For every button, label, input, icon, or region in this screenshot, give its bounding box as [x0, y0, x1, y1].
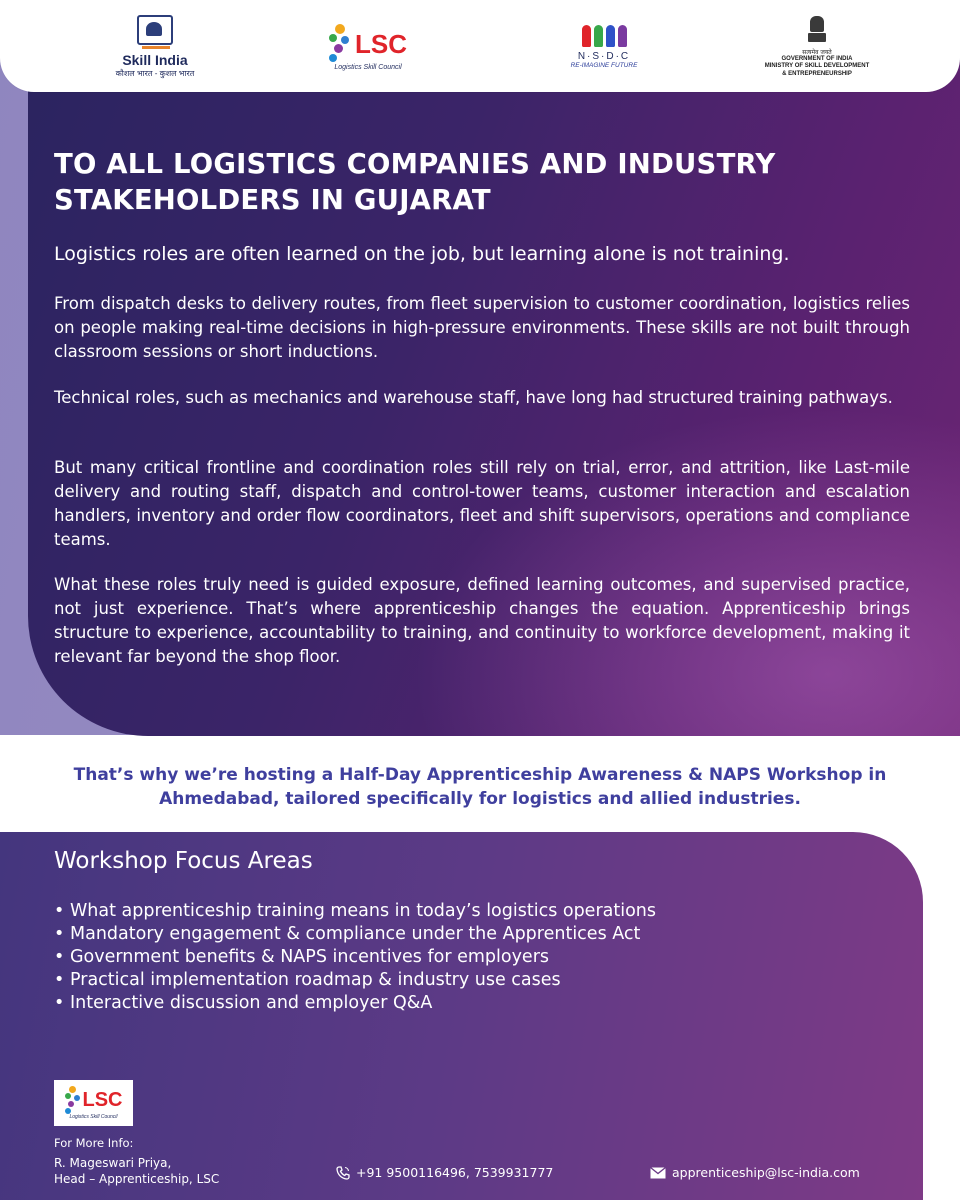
- phone-icon: [336, 1165, 350, 1180]
- focus-areas-title: Workshop Focus Areas: [54, 848, 313, 874]
- nsdc-tagline: RE-IMAGINE FUTURE: [570, 62, 638, 69]
- phone-contact[interactable]: +91 9500116496, 7539931777: [336, 1165, 553, 1180]
- government-motto: सत्यमेव जयते: [802, 48, 832, 56]
- bullet-icon: •: [54, 947, 65, 967]
- focus-item-text: Mandatory engagement & compliance under …: [70, 924, 641, 944]
- list-item: •Practical implementation roadmap & indu…: [54, 969, 656, 992]
- logo-bar: Skill India कौशल भारत - कुशल भारत LSC Lo…: [0, 0, 960, 92]
- lsc-subtitle: Logistics Skill Council: [69, 1114, 118, 1120]
- paragraph-technical-roles: Technical roles, such as mechanics and w…: [54, 388, 893, 407]
- footer-lsc-logo: LSC Logistics Skill Council: [54, 1080, 133, 1126]
- bullet-icon: •: [54, 901, 65, 921]
- focus-item-text: Interactive discussion and employer Q&A: [70, 993, 433, 1013]
- nsdc-people-icon: [581, 25, 627, 47]
- bullet-icon: •: [54, 993, 65, 1013]
- national-emblem-icon: [807, 15, 827, 46]
- list-item: •Mandatory engagement & compliance under…: [54, 923, 656, 946]
- bullet-icon: •: [54, 970, 65, 990]
- list-item: •Interactive discussion and employer Q&A: [54, 992, 656, 1015]
- skill-india-name: Skill India: [122, 52, 188, 68]
- government-line-3: & ENTREPRENEURSHIP: [782, 70, 852, 77]
- skill-india-icon: [137, 15, 173, 49]
- focus-areas-list: •What apprenticeship training means in t…: [54, 900, 656, 1015]
- bullet-icon: •: [54, 924, 65, 944]
- lsc-subtitle: Logistics Skill Council: [334, 63, 402, 71]
- focus-item-text: What apprenticeship training means in to…: [70, 901, 657, 921]
- mail-icon: [650, 1166, 666, 1179]
- page-title: TO ALL LOGISTICS COMPANIES AND INDUSTRY …: [54, 146, 874, 218]
- skill-india-logo: Skill India कौशल भारत - कुशल भारत: [100, 14, 210, 80]
- lsc-runner-icon: [329, 23, 353, 64]
- government-logo: सत्यमेव जयते GOVERNMENT OF INDIA MINISTR…: [752, 14, 882, 80]
- workshop-announcement: That’s why we’re hosting a Half-Day Appr…: [73, 765, 887, 809]
- lsc-wordmark: LSC: [82, 1089, 123, 1111]
- nsdc-name: N·S·D·C: [577, 51, 631, 62]
- list-item: •Government benefits & NAPS incentives f…: [54, 946, 656, 969]
- nsdc-logo: N·S·D·C RE-IMAGINE FUTURE: [556, 14, 652, 80]
- government-line-1: GOVERNMENT OF INDIA: [781, 55, 853, 62]
- email-address[interactable]: apprenticeship@lsc-india.com: [672, 1165, 860, 1180]
- paragraph-apprenticeship: What these roles truly need is guided ex…: [54, 575, 910, 666]
- skill-india-subtitle: कौशल भारत - कुशल भारत: [115, 69, 195, 78]
- focus-panel-edge: [923, 832, 960, 1200]
- email-contact[interactable]: apprenticeship@lsc-india.com: [650, 1165, 860, 1180]
- lead-statement: Logistics roles are often learned on the…: [54, 243, 790, 265]
- government-line-2: MINISTRY OF SKILL DEVELOPMENT: [764, 63, 870, 70]
- lsc-wordmark: LSC: [355, 28, 407, 59]
- focus-item-text: Practical implementation roadmap & indus…: [70, 970, 561, 990]
- focus-item-text: Government benefits & NAPS incentives fo…: [70, 947, 550, 967]
- contact-role: Head – Apprenticeship, LSC: [54, 1172, 220, 1186]
- lsc-runner-icon: [64, 1086, 81, 1114]
- paragraph-frontline-roles: But many critical frontline and coordina…: [54, 458, 910, 549]
- more-info-label: For More Info:: [54, 1136, 134, 1150]
- paragraph-dispatch: From dispatch desks to delivery routes, …: [54, 294, 910, 361]
- page-title-line-1: TO ALL LOGISTICS COMPANIES AND INDUSTRY: [54, 148, 776, 180]
- lsc-logo: LSC Logistics Skill Council: [318, 14, 418, 80]
- phone-numbers[interactable]: +91 9500116496, 7539931777: [356, 1165, 554, 1180]
- page-title-line-2: STAKEHOLDERS IN GUJARAT: [54, 184, 491, 216]
- intro-panel: [28, 60, 960, 736]
- contact-name: R. Mageswari Priya,: [54, 1156, 172, 1170]
- contact-person: R. Mageswari Priya, Head – Apprenticeshi…: [54, 1155, 219, 1187]
- focus-panel: [0, 832, 923, 1200]
- list-item: •What apprenticeship training means in t…: [54, 900, 656, 923]
